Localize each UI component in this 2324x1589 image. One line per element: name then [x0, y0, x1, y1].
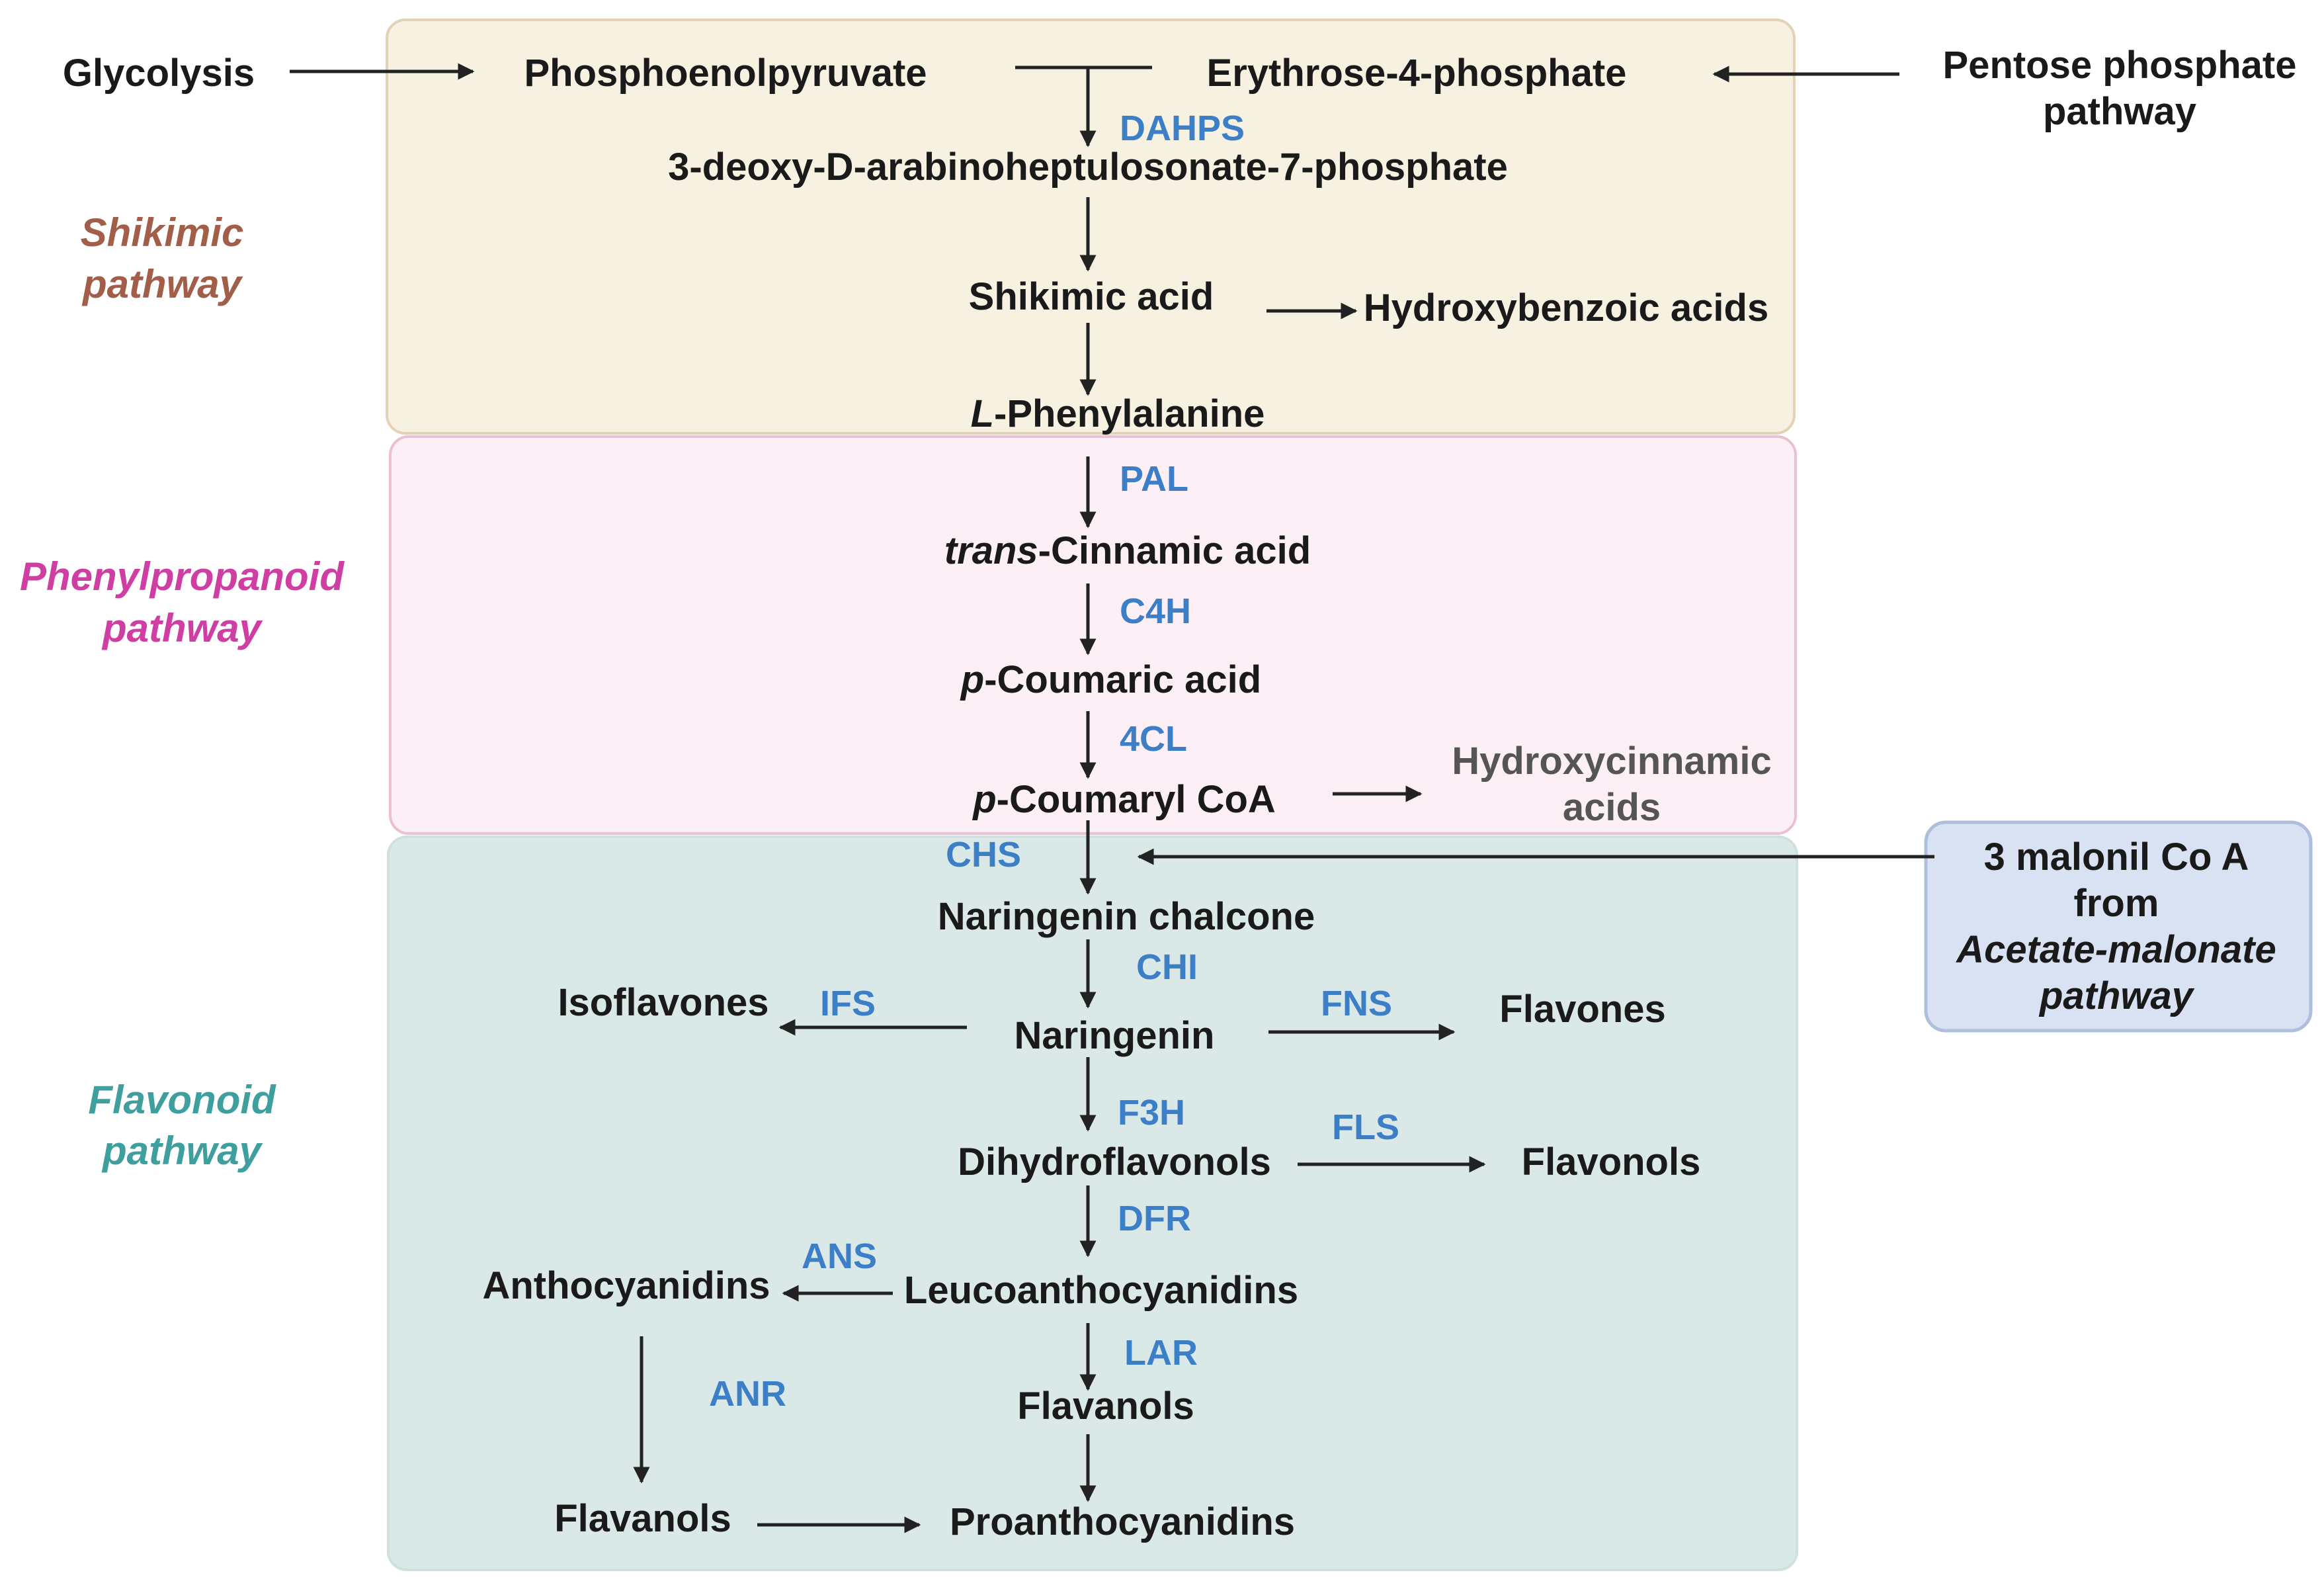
compound-coumaryl-coa: p-Coumaryl CoA [972, 778, 1276, 821]
coumaric-prefix: p [960, 658, 984, 701]
compound-flavones: Flavones [1499, 988, 1665, 1031]
cinnamic-name: -Cinnamic acid [1038, 529, 1311, 572]
compound-hydroxybenzoic-acids: Hydroxybenzoic acids [1364, 286, 1768, 329]
flavonoid-region [387, 836, 1798, 1571]
coumaryl-prefix: p [972, 778, 996, 821]
compound-naringenin: Naringenin [1015, 1014, 1215, 1057]
enzyme-chi: CHI [1136, 947, 1198, 987]
enzyme-chs: CHS [946, 835, 1021, 875]
pentose-label-line1: Pentose phosphate [1943, 44, 2297, 87]
compound-hydroxycinnamic-acids-line2: acids [1563, 786, 1661, 829]
compound-isoflavones: Isoflavones [558, 981, 768, 1024]
pathway-arrows [290, 63, 1934, 1533]
enzyme-pal: PAL [1120, 459, 1188, 499]
flavonoid-pathway-label: Flavonoid [88, 1078, 276, 1122]
enzyme-dahps: DAHPS [1120, 108, 1245, 148]
enzyme-ans: ANS [802, 1236, 877, 1276]
malonyl-source-pathway-line2: pathway [2038, 974, 2195, 1017]
compound-shikimic-acid: Shikimic acid [969, 275, 1214, 318]
compound-pep: Phosphoenolpyruvate [524, 52, 927, 95]
compound-coumaric-acid: p-Coumaric acid [960, 658, 1261, 701]
enzyme-lar: LAR [1124, 1333, 1198, 1373]
phenylalanine-prefix: L [971, 392, 994, 435]
enzyme-fns: FNS [1321, 984, 1392, 1023]
malonyl-box [1924, 820, 2313, 1033]
shikimic-region [386, 19, 1796, 435]
compound-anthocyanidins: Anthocyanidins [482, 1264, 770, 1307]
coumaric-name: -Coumaric acid [984, 658, 1261, 701]
enzyme-anr: ANR [709, 1374, 786, 1414]
compound-flavanols-center: Flavanols [1017, 1385, 1194, 1428]
compound-e4p: Erythrose-4-phosphate [1207, 52, 1627, 95]
phenylpropanoid-region [389, 435, 1797, 835]
compound-naringenin-chalcone: Naringenin chalcone [938, 895, 1315, 938]
phenylpropanoid-pathway-label: Phenylpropanoid [20, 554, 345, 599]
coumaryl-name: -Coumaryl CoA [997, 778, 1276, 821]
malonyl-label: 3 malonil Co A [1984, 836, 2249, 879]
compound-flavanols-left: Flavanols [554, 1497, 731, 1540]
compound-proanthocyanidins: Proanthocyanidins [950, 1500, 1295, 1543]
compound-phenylalanine: L-Phenylalanine [971, 392, 1265, 435]
glycolysis-label: Glycolysis [63, 52, 255, 95]
enzyme-f3h: F3H [1118, 1093, 1185, 1133]
compound-cinnamic-acid: trans-Cinnamic acid [944, 529, 1311, 572]
compound-flavonols: Flavonols [1522, 1140, 1701, 1183]
enzyme-fls: FLS [1332, 1107, 1399, 1147]
malonyl-from: from [2074, 882, 2159, 925]
shikimic-pathway-label: Shikimic [81, 210, 244, 255]
malonyl-source-pathway: Acetate-malonate [1955, 928, 2276, 971]
compound-dahp: 3-deoxy-D-arabinoheptulosonate-7-phospha… [668, 146, 1508, 189]
phenylpropanoid-pathway-label-line2: pathway [101, 606, 263, 650]
flavonoid-pathway-label-line2: pathway [101, 1129, 263, 1173]
enzyme-c4h: C4H [1120, 591, 1191, 631]
phenylalanine-name: -Phenylalanine [994, 392, 1265, 435]
shikimic-pathway-label-line2: pathway [81, 262, 243, 306]
compound-dihydroflavonols: Dihydroflavonols [958, 1140, 1271, 1183]
cinnamic-prefix: trans [944, 529, 1038, 572]
enzyme-dfr: DFR [1118, 1199, 1191, 1238]
compound-leucoanthocyanidins: Leucoanthocyanidins [904, 1269, 1298, 1312]
pentose-label-line2: pathway [2043, 90, 2196, 133]
compound-hydroxycinnamic-acids: Hydroxycinnamic [1452, 740, 1772, 783]
enzyme-ifs: IFS [820, 984, 876, 1023]
enzyme-4cl: 4CL [1120, 719, 1187, 759]
